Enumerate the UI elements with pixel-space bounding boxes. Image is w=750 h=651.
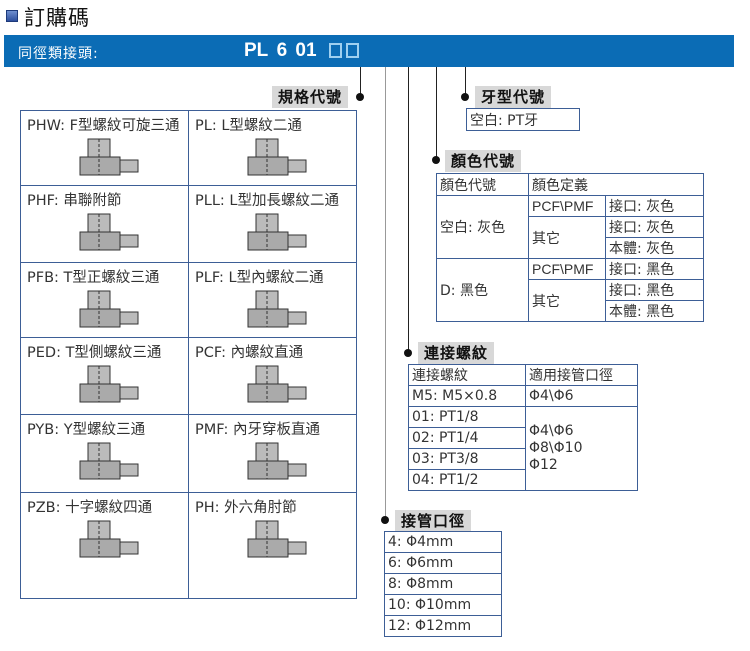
thread-row: 03: PT3/8 [408, 448, 526, 470]
pmf-fitting-icon [195, 441, 350, 483]
spec-cell: PZB: 十字螺紋四通 [20, 492, 189, 599]
color-code: 空白: 灰色 [436, 195, 529, 259]
color-def: 本體: 黑色 [605, 300, 704, 322]
pcf-fitting-icon [195, 364, 350, 406]
code-thread-type-slot [345, 43, 359, 58]
spec-cell: PMF: 內牙穿板直通 [188, 414, 357, 493]
fit-header: 適用接管口徑 [525, 364, 638, 386]
phf-fitting-icon [27, 212, 182, 254]
spec-cell: PLL: L型加長螺紋二通 [188, 185, 357, 263]
spec-cell: PL: L型螺紋二通 [188, 110, 357, 186]
bar-label: 同徑類接頭: [18, 46, 99, 62]
pyb-fitting-icon [27, 441, 182, 483]
fit-pt-line: Φ8\Φ10 [529, 440, 583, 456]
bullet-dot [381, 516, 389, 524]
connector-line [408, 67, 409, 353]
code-bar: 同徑類接頭: PL 6 01 [4, 35, 734, 67]
spec-label: PLF: L型內螺紋二通 [195, 270, 324, 286]
phw-fitting-icon [27, 137, 182, 179]
thread-table: 連接螺紋 適用接管口徑 M5: M5×0.8 Φ4\Φ6 01: PT1/8 Φ… [408, 364, 638, 491]
color-header-code: 顏色代號 [436, 173, 529, 196]
spec-label: PMF: 內牙穿板直通 [195, 422, 320, 438]
spec-tag: 規格代號 [272, 86, 349, 108]
fit-pt-line: Φ12 [529, 457, 558, 473]
spec-cell: PCF: 內螺紋直通 [188, 337, 357, 415]
ped-fitting-icon [27, 364, 182, 406]
spec-table: PHW: F型螺紋可旋三通 PL: L型螺紋二通 PHF: 串聯附節 PLL: L型加… [20, 110, 357, 599]
spec-cell: PHF: 串聯附節 [20, 185, 189, 263]
connector-line [385, 67, 386, 520]
order-code: PL 6 01 [244, 40, 359, 62]
fit-m5: Φ4\Φ6 [525, 385, 638, 407]
fit-pt-line: Φ4\Φ6 [529, 423, 574, 439]
code-bore: 6 [276, 40, 288, 61]
bullet-dot [432, 156, 440, 164]
spec-cell: PFB: T型正螺紋三通 [20, 262, 189, 338]
thread-header: 連接螺紋 [408, 364, 526, 386]
connector-line [360, 67, 361, 97]
bullet-dot [461, 93, 469, 101]
color-tag: 顏色代號 [445, 150, 522, 172]
code-thread: 01 [295, 40, 317, 61]
spec-label: PZB: 十字螺紋四通 [27, 500, 153, 516]
thread-row: M5: M5×0.8 [408, 385, 526, 407]
bore-row: 4: Φ4mm [384, 531, 502, 553]
bore-row: 6: Φ6mm [384, 552, 502, 574]
thread-row: 01: PT1/8 [408, 406, 526, 428]
spec-label: PED: T型側螺紋三通 [27, 345, 162, 361]
spec-cell: PED: T型側螺紋三通 [20, 337, 189, 415]
page-title: 訂購碼 [24, 6, 90, 30]
code-color-slot [328, 43, 342, 58]
spec-cell: PHW: F型螺紋可旋三通 [20, 110, 189, 186]
pll-fitting-icon [195, 212, 350, 254]
bore-row: 10: Φ10mm [384, 594, 502, 616]
color-header-def: 顏色定義 [528, 173, 704, 196]
connector-line [436, 67, 437, 160]
connector-line [465, 67, 466, 97]
bullet-dot [356, 93, 364, 101]
spec-label: PCF: 內螺紋直通 [195, 345, 304, 361]
color-model: 其它 [528, 279, 606, 322]
spec-label: PH: 外六角肘節 [195, 500, 297, 516]
color-def: 接口: 灰色 [605, 216, 704, 238]
spec-label: PLL: L型加長螺紋二通 [195, 193, 339, 209]
fit-pt: Φ4\Φ6 Φ8\Φ10 Φ12 [525, 406, 638, 491]
spec-label: PHW: F型螺紋可旋三通 [27, 118, 180, 134]
spec-cell: PYB: Y型螺紋三通 [20, 414, 189, 493]
color-table: 顏色代號 顏色定義 空白: 灰色 PCF\PMF 接口: 灰色 其它 接口: 灰… [436, 173, 704, 322]
bore-row: 8: Φ8mm [384, 573, 502, 595]
code-series: PL [244, 40, 269, 61]
thread-type-value: 空白: PT牙 [466, 108, 580, 131]
thread-row: 02: PT1/4 [408, 427, 526, 449]
color-def: 接口: 灰色 [605, 195, 704, 217]
bore-table: 4: Φ4mm 6: Φ6mm 8: Φ8mm 10: Φ10mm 12: Φ1… [384, 531, 502, 637]
spec-label: PHF: 串聯附節 [27, 193, 122, 209]
color-code: D: 黑色 [436, 258, 529, 322]
bullet-dot [404, 349, 412, 357]
color-def: 接口: 黑色 [605, 258, 704, 280]
color-model: 其它 [528, 216, 606, 259]
color-model: PCF\PMF [528, 195, 606, 217]
title-bullet-icon [6, 10, 18, 22]
pl-fitting-icon [195, 137, 350, 179]
plf-fitting-icon [195, 289, 350, 331]
pfb-fitting-icon [27, 289, 182, 331]
ph-fitting-icon [195, 519, 350, 561]
bore-tag: 接管口徑 [395, 510, 472, 532]
spec-cell: PLF: L型內螺紋二通 [188, 262, 357, 338]
spec-cell: PH: 外六角肘節 [188, 492, 357, 599]
thread-type-tag: 牙型代號 [475, 86, 552, 108]
pzb-fitting-icon [27, 519, 182, 561]
thread-type-table: 空白: PT牙 [466, 108, 580, 131]
color-def: 接口: 黑色 [605, 279, 704, 301]
thread-row: 04: PT1/2 [408, 469, 526, 491]
color-def: 本體: 灰色 [605, 237, 704, 259]
spec-label: PYB: Y型螺紋三通 [27, 422, 146, 438]
spec-label: PFB: T型正螺紋三通 [27, 270, 160, 286]
color-model: PCF\PMF [528, 258, 606, 280]
thread-tag: 連接螺紋 [418, 342, 495, 364]
bore-row: 12: Φ12mm [384, 615, 502, 637]
spec-label: PL: L型螺紋二通 [195, 118, 302, 134]
